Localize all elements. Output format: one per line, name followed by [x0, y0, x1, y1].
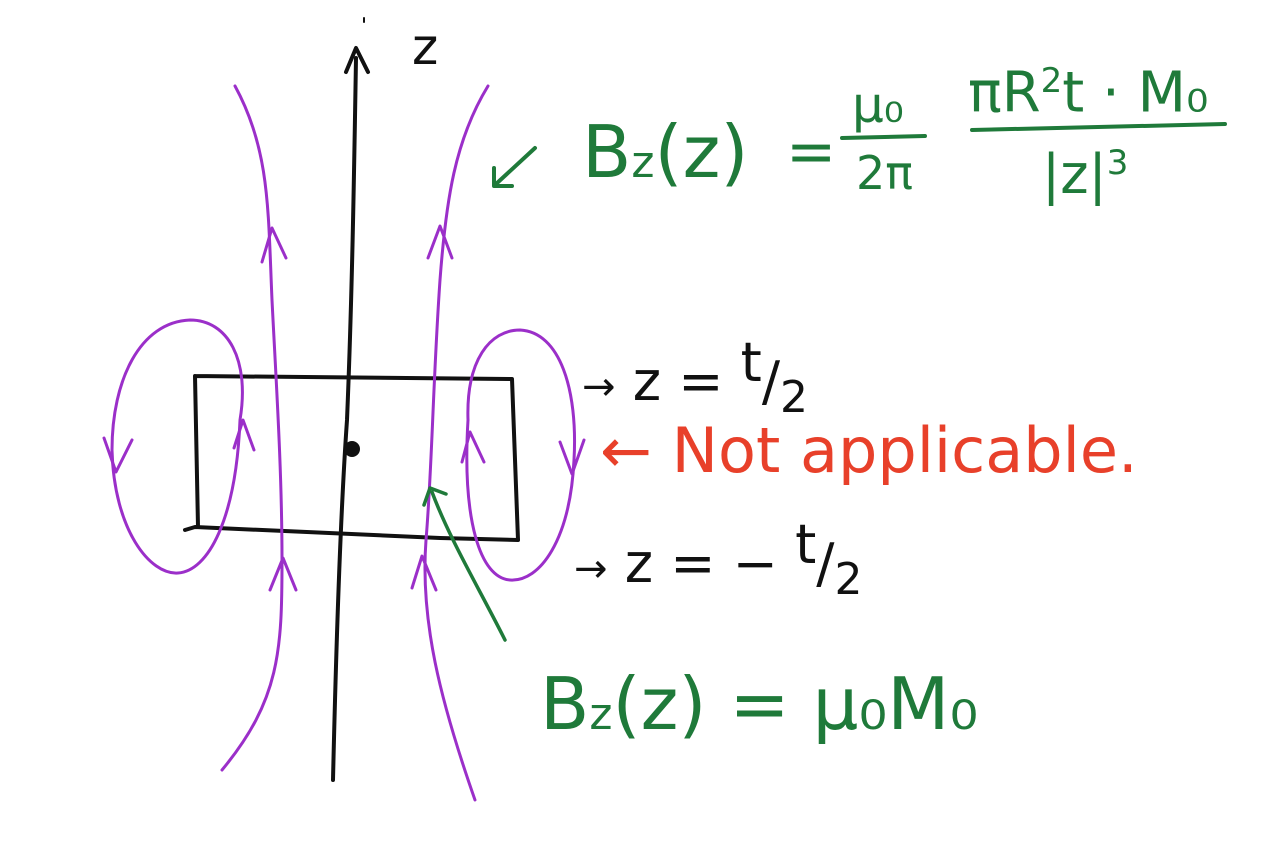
inside-formula-rhs: μ₀M₀	[812, 662, 979, 746]
top-formula-main-den: |z|3	[1042, 146, 1128, 202]
magnetized-disk	[183, 374, 520, 542]
top-surface-two: 2	[780, 371, 809, 423]
top-formula-lhs: Bz(z)	[582, 116, 749, 188]
inside-formula: Bz(z) = μ₀M₀	[540, 668, 978, 740]
bottom-surface-arrow: →	[574, 546, 608, 592]
top-formula-main-num: πR2t · M₀	[968, 64, 1208, 122]
field-arrow-up-right-top	[426, 224, 454, 260]
interior-pointer-arrow	[422, 486, 507, 642]
field-arrow-up-right-inner	[460, 430, 486, 464]
bottom-surface-two: 2	[834, 553, 863, 605]
inside-formula-equals: =	[729, 662, 790, 746]
top-surface-label: → z = t/2	[582, 336, 808, 420]
top-surface-slash: /	[761, 350, 781, 413]
bottom-surface-eq: =	[670, 532, 716, 595]
bottom-surface-label: → z = − t/2	[574, 518, 862, 602]
top-formula-num-pow: 2	[1040, 61, 1063, 101]
top-formula-den-pow: 3	[1106, 143, 1129, 183]
disk-center-dot	[344, 441, 360, 457]
top-surface-t: t	[740, 331, 762, 394]
z-axis-arrowhead	[344, 46, 370, 74]
top-formula-equals: =	[786, 117, 837, 187]
z-axis-line	[331, 56, 358, 782]
top-formula-arg: (z)	[654, 110, 749, 194]
field-arrow-down-left-loop	[102, 436, 134, 474]
not-applicable-note: ← Not applicable.	[600, 420, 1138, 482]
field-arrow-down-right-loop	[558, 438, 586, 476]
top-formula-pointer-arrow	[492, 146, 537, 188]
field-loop-left	[110, 318, 244, 575]
field-arrow-up-left-bottom	[268, 556, 298, 592]
top-surface-eq: =	[678, 350, 724, 413]
bottom-surface-z: z	[624, 532, 654, 595]
top-formula-b: B	[582, 110, 632, 194]
inside-formula-b: B	[540, 662, 590, 746]
field-line-right-through	[423, 84, 490, 802]
coef-fraction-bar	[840, 134, 927, 140]
top-surface-arrow: →	[582, 364, 616, 410]
field-arrow-up-left-inner	[232, 418, 256, 452]
top-formula-coef-num: μ₀	[852, 76, 904, 134]
top-formula-coef-den: 2π	[856, 146, 913, 200]
top-formula-num-b: t · M₀	[1062, 60, 1209, 126]
top-formula-den-a: |z|	[1042, 143, 1107, 206]
field-arrow-up-left-top	[260, 226, 288, 264]
bottom-surface-t: t	[795, 513, 817, 576]
top-formula-subscript: z	[631, 137, 655, 188]
field-loop-right	[465, 328, 577, 582]
field-line-left-through	[220, 84, 284, 772]
bottom-surface-minus: −	[732, 532, 778, 595]
inside-formula-arg: (z)	[612, 662, 707, 746]
not-applicable-arrow: ←	[600, 414, 652, 487]
inside-formula-subscript: z	[589, 689, 613, 740]
top-surface-z: z	[632, 350, 662, 413]
top-formula-num-a: πR	[968, 60, 1041, 126]
main-fraction-bar	[970, 122, 1227, 132]
not-applicable-text: Not applicable.	[671, 414, 1138, 487]
z-axis-label: z	[412, 18, 439, 76]
field-arrow-up-right-bottom	[410, 554, 438, 592]
bottom-surface-slash: /	[816, 532, 835, 595]
